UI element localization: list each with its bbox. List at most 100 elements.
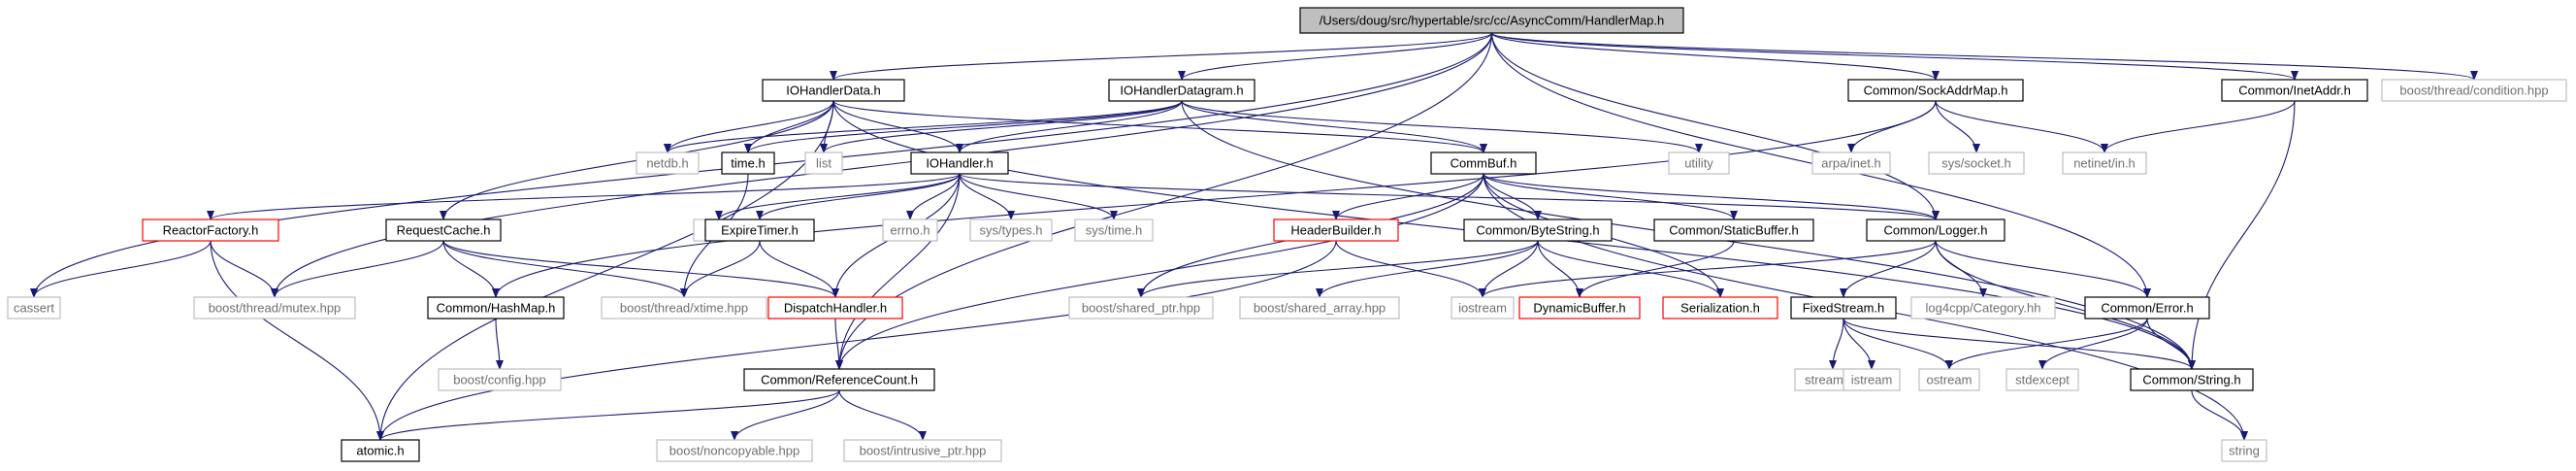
node-list: list bbox=[804, 151, 843, 175]
edge-dispatchhandler-to-refcount bbox=[834, 318, 843, 370]
node-label: boost/shared_ptr.hpp bbox=[1082, 301, 1200, 316]
node-box bbox=[2221, 439, 2267, 462]
node-istream: istream bbox=[1842, 368, 1901, 391]
node-box bbox=[1299, 7, 1684, 34]
edge-iohandlerdatagram-to-timeh bbox=[744, 100, 1183, 153]
edge-refcount-to-intrusiveptr bbox=[838, 389, 927, 441]
node-error[interactable]: Common/Error.h bbox=[2084, 296, 2210, 320]
node-label: time.h bbox=[731, 156, 765, 171]
node-iohandler[interactable]: IOHandler.h bbox=[910, 151, 1009, 175]
node-atomic[interactable]: atomic.h bbox=[341, 439, 420, 462]
edge-fixedstream-to-streambuf bbox=[1829, 318, 1844, 370]
node-commonstring[interactable]: Common/String.h bbox=[2130, 368, 2254, 391]
edge-bytestring-to-serialization bbox=[1537, 240, 1724, 298]
node-box bbox=[843, 439, 1002, 462]
node-staticbuffer[interactable]: Common/StaticBuffer.h bbox=[1653, 219, 1814, 242]
node-box bbox=[2005, 368, 2079, 391]
node-commbuf[interactable]: CommBuf.h bbox=[1430, 151, 1537, 175]
edge-bytestring-to-dynamicbuffer bbox=[1537, 240, 1583, 298]
edge-root-to-iohandlerdatagram bbox=[1178, 32, 1493, 81]
node-timeh[interactable]: time.h bbox=[721, 151, 775, 175]
node-sharedptr: boost/shared_ptr.hpp bbox=[1068, 296, 1214, 320]
node-label: cassert bbox=[14, 301, 54, 316]
node-bytestring[interactable]: Common/ByteString.h bbox=[1463, 219, 1613, 242]
node-label: Common/SockAddrMap.h bbox=[1864, 84, 2008, 98]
node-ostream: ostream bbox=[1918, 368, 1980, 391]
edge-iohandler-to-reactorfactory bbox=[207, 173, 961, 220]
edge-commbuf-to-staticbuffer bbox=[1483, 173, 1738, 220]
node-label: sys/socket.h bbox=[1941, 156, 2011, 171]
edge-logger-to-error bbox=[1935, 240, 2151, 298]
node-box bbox=[1790, 296, 1897, 320]
node-dispatchhandler[interactable]: DispatchHandler.h bbox=[767, 296, 903, 320]
node-label: sys/types.h bbox=[979, 223, 1042, 238]
node-hashmap[interactable]: Common/HashMap.h bbox=[427, 296, 565, 320]
node-root[interactable]: /Users/doug/src/hypertable/src/cc/AsyncC… bbox=[1299, 7, 1684, 34]
edge-root-to-mutex bbox=[271, 32, 1493, 298]
node-box bbox=[1463, 219, 1613, 242]
edge-iohandler-to-refcount bbox=[835, 173, 961, 370]
edge-headerbuilder-to-iostream bbox=[1335, 240, 1486, 298]
node-iohandlerdatagram[interactable]: IOHandlerDatagram.h bbox=[1108, 79, 1255, 102]
node-box bbox=[1074, 219, 1154, 242]
node-syssocket: sys/socket.h bbox=[1928, 151, 2025, 175]
node-box bbox=[601, 296, 767, 320]
node-label: Common/ReferenceCount.h bbox=[761, 373, 918, 387]
edge-error-to-ostream bbox=[1945, 318, 2148, 370]
node-reactorfactory[interactable]: ReactorFactory.h bbox=[142, 219, 279, 242]
node-box bbox=[1928, 151, 2025, 175]
edge-inetaddr-to-commonstring bbox=[2188, 100, 2296, 370]
edge-hashmap-to-boostconfig bbox=[495, 318, 504, 370]
node-box bbox=[1239, 296, 1400, 320]
node-box bbox=[438, 368, 562, 391]
node-box bbox=[721, 151, 775, 175]
node-label: Common/String.h bbox=[2142, 373, 2240, 387]
node-box bbox=[193, 296, 356, 320]
node-box bbox=[1910, 296, 2056, 320]
edge-iohandler-to-errno bbox=[906, 173, 961, 220]
node-label: RequestCache.h bbox=[397, 223, 491, 238]
node-box bbox=[762, 79, 905, 102]
node-fixedstream[interactable]: FixedStream.h bbox=[1790, 296, 1897, 320]
node-requestcache[interactable]: RequestCache.h bbox=[385, 219, 502, 242]
node-box bbox=[804, 151, 843, 175]
node-label: IOHandlerData.h bbox=[786, 84, 881, 98]
edge-logger-to-fixedstream bbox=[1840, 240, 1937, 298]
edge-iohandlerdatagram-to-iohandler bbox=[956, 100, 1183, 153]
node-headerbuilder[interactable]: HeaderBuilder.h bbox=[1273, 219, 1399, 242]
node-label: list bbox=[816, 156, 831, 171]
edge-iohandlerdata-to-timeh bbox=[744, 100, 834, 153]
node-box bbox=[1866, 219, 2005, 242]
node-refcount[interactable]: Common/ReferenceCount.h bbox=[743, 368, 935, 391]
node-label: arpa/inet.h bbox=[1821, 156, 1880, 171]
node-serialization[interactable]: Serialization.h bbox=[1662, 296, 1778, 320]
node-sockaddrmap[interactable]: Common/SockAddrMap.h bbox=[1847, 79, 2024, 102]
node-box bbox=[142, 219, 279, 242]
node-iohandlerdata[interactable]: IOHandlerData.h bbox=[762, 79, 905, 102]
node-mutex: boost/thread/mutex.hpp bbox=[193, 296, 356, 320]
edge-refcount-to-atomic bbox=[376, 389, 840, 441]
node-expiretimer[interactable]: ExpireTimer.h bbox=[704, 219, 815, 242]
edge-commbuf-to-headerbuilder bbox=[1332, 173, 1484, 220]
edge-fixedstream-to-ostream bbox=[1842, 318, 1953, 370]
node-box bbox=[1430, 151, 1537, 175]
edge-logger-to-commonstring bbox=[1935, 240, 2196, 370]
node-label: Common/ByteString.h bbox=[1476, 223, 1599, 238]
node-stdexcept: stdexcept bbox=[2005, 368, 2079, 391]
node-box bbox=[385, 219, 502, 242]
edge-commonstring-to-string bbox=[2191, 389, 2248, 441]
node-dynamicbuffer[interactable]: DynamicBuffer.h bbox=[1518, 296, 1641, 320]
edge-bytestring-to-sharedarray bbox=[1316, 240, 1539, 298]
node-label: boost/intrusive_ptr.hpp bbox=[860, 444, 987, 458]
node-label: Common/Logger.h bbox=[1884, 223, 1988, 238]
node-inetaddr[interactable]: Common/InetAddr.h bbox=[2221, 79, 2368, 102]
node-box bbox=[1653, 219, 1814, 242]
node-box bbox=[1662, 296, 1778, 320]
node-cassert: cassert bbox=[7, 296, 61, 320]
node-arpainet: arpa/inet.h bbox=[1811, 151, 1891, 175]
node-label: log4cpp/Category.hh bbox=[1925, 301, 2040, 316]
node-label: netdb.h bbox=[646, 156, 688, 171]
node-logger[interactable]: Common/Logger.h bbox=[1866, 219, 2005, 242]
node-box bbox=[2130, 368, 2254, 391]
node-label: boost/config.hpp bbox=[453, 373, 545, 387]
